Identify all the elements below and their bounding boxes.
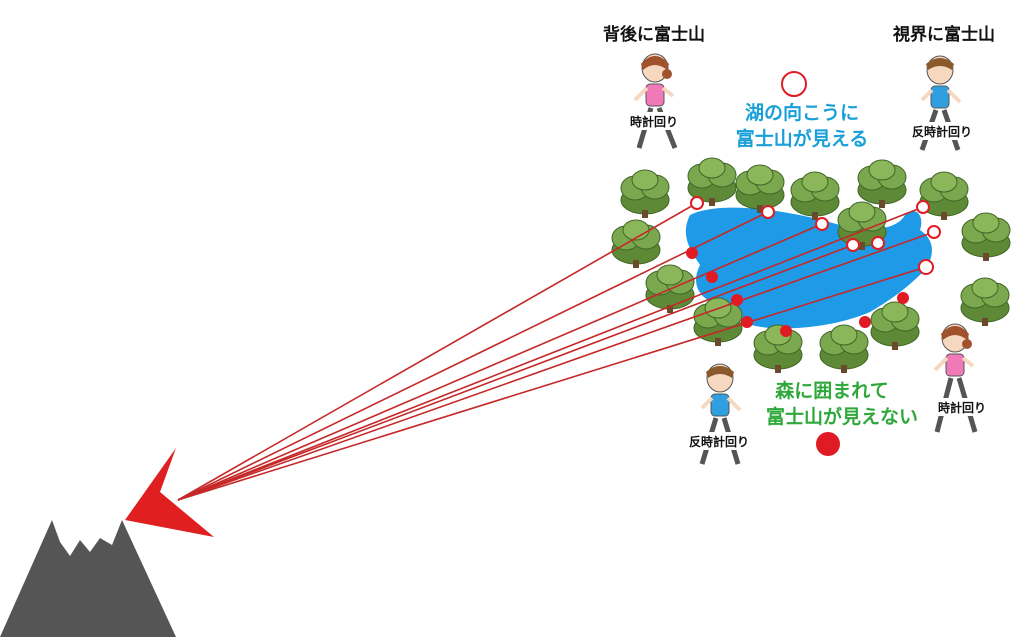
direction-label: 反時計回り [689, 434, 749, 449]
caption-lake-line1: 湖の向こうに [745, 101, 859, 124]
tree-icon [819, 324, 869, 374]
caption-forest-line1: 森に囲まれて [775, 379, 888, 402]
heading-in-view: 視界に富士山 [892, 24, 995, 45]
direction-label: 時計回り [938, 400, 986, 415]
tree-icon [790, 171, 840, 221]
mount-fuji-icon [0, 520, 176, 637]
hidden-markers [686, 247, 909, 337]
direction-label: 時計回り [630, 114, 678, 129]
tree-icon [919, 171, 969, 221]
runner-icon [699, 363, 742, 465]
tree-icon [620, 169, 670, 219]
direction-label: 反時計回り [912, 124, 972, 139]
arrow-head-icon [125, 448, 214, 537]
tree-icon [857, 159, 907, 209]
tree-icon [753, 324, 803, 374]
legend-open-circle [781, 71, 807, 97]
caption-forest-line2: 富士山が見えない [766, 405, 918, 428]
tree-icon [870, 301, 920, 351]
caption-lake-line2: 富士山が見える [736, 127, 868, 150]
visible-markers [690, 196, 941, 275]
legend-filled-circle [816, 432, 840, 456]
tree-icon [611, 219, 661, 269]
heading-behind: 背後に富士山 [603, 24, 705, 45]
tree-icon [960, 277, 1010, 327]
sight-lines [177, 202, 935, 501]
runner-icon [633, 53, 678, 149]
tree-icon [961, 212, 1011, 262]
tree-icon [735, 164, 785, 214]
